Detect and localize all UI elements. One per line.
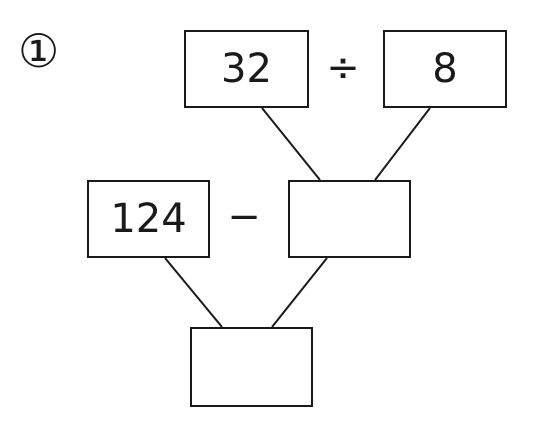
quotient-answer-box[interactable] [288, 180, 411, 258]
connector-line [374, 107, 431, 181]
connector-line [164, 257, 223, 328]
divisor-box: 8 [383, 30, 507, 108]
dividend-box: 32 [184, 30, 309, 108]
problem-number-label: ① [18, 24, 60, 78]
divide-operator: ÷ [326, 45, 360, 91]
connector-line [271, 257, 328, 328]
minuend-box: 124 [87, 180, 210, 258]
minus-operator: − [227, 194, 261, 240]
connector-line [261, 107, 321, 181]
final-answer-box[interactable] [190, 327, 313, 407]
